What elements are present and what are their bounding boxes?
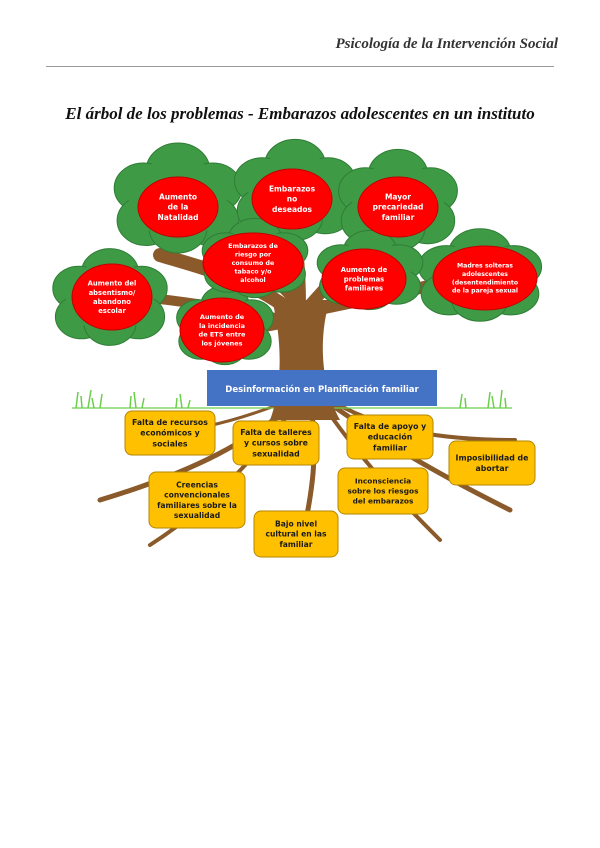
cause-node: Falta de talleres y cursos sobresexualida…	[232, 420, 320, 466]
cause-box	[337, 467, 429, 515]
cause-box	[232, 420, 320, 466]
effect-label-line: Aumento de	[341, 266, 388, 274]
cause-label-line: Falta de recursos	[132, 418, 208, 427]
cause-label-line: y cursos sobre	[244, 439, 308, 448]
cause-label-line: convencionales	[164, 491, 230, 500]
document-title: El árbol de los problemas - Embarazos ad…	[65, 104, 535, 123]
effect-label-line: absentismo/	[89, 289, 136, 297]
effect-ellipse	[137, 176, 219, 238]
cause-label-line: cultural en las	[265, 530, 327, 539]
cause-box	[346, 414, 434, 460]
cause-label-line: Bajo nivel	[275, 519, 317, 528]
header-title: Psicología de la Intervención Social	[335, 36, 559, 52]
cause-box	[124, 410, 216, 456]
effect-label-line: riesgo por	[235, 252, 272, 259]
effect-label-line: Embarazos de	[228, 243, 278, 250]
effect-label-line: Natalidad	[158, 213, 199, 222]
effect-ellipse	[251, 168, 333, 230]
effect-label-line: (desentendimiento	[452, 279, 518, 286]
central-problem-box	[207, 370, 437, 406]
effect-node: Madres solterasadolescentes(desentendimi…	[432, 245, 538, 311]
effect-label-line: escolar	[98, 307, 126, 315]
effect-label-line: tabaco y/o	[235, 269, 273, 276]
effect-label-line: no	[287, 195, 298, 204]
effect-ellipse	[432, 245, 538, 311]
cause-label-line: familiares sobre la	[157, 501, 237, 510]
effect-label-line: abandono	[93, 298, 131, 306]
cause-label-line: educación	[368, 433, 413, 442]
cause-label-line: abortar	[476, 464, 509, 473]
effect-label-line: de la	[168, 203, 189, 212]
effect-label-line: familiar	[382, 213, 415, 222]
central-problem-label: Desinformación en Planificación familiar	[225, 384, 419, 395]
effect-label-line: de la pareja sexual	[452, 288, 518, 295]
effect-ellipse	[321, 248, 407, 310]
effect-label-line: familiares	[345, 285, 383, 293]
cause-label-line: Creencias	[176, 480, 218, 489]
cause-label-line: sexualidad	[174, 511, 220, 520]
effect-label-line: de ETS entre	[199, 331, 246, 339]
effect-label-line: los jóvenes	[201, 339, 242, 347]
effect-label-line: la incidencia	[199, 322, 245, 330]
cause-box	[448, 440, 536, 486]
cause-label-line: familiar	[373, 443, 407, 452]
effect-label-line: consumo de	[232, 260, 275, 267]
effect-label-line: Aumento de	[200, 313, 245, 321]
cause-box	[253, 510, 339, 558]
grass-blades	[75, 389, 507, 409]
cause-label-line: sexualidad	[252, 449, 300, 458]
header-divider	[46, 66, 554, 67]
effect-ellipse	[179, 297, 265, 363]
effect-label-line: Aumento del	[88, 280, 137, 288]
effect-ellipse	[71, 263, 153, 331]
central-problem: Desinformación en Planificación familiar	[207, 370, 437, 406]
effect-label-line: Madres solteras	[457, 263, 513, 270]
effect-label-line: precariedad	[373, 203, 424, 212]
effect-label-line: Aumento	[159, 193, 197, 202]
cause-label-line: Falta de apoyo y	[354, 422, 427, 431]
cause-label-line: Imposibilidad de	[456, 453, 529, 462]
effect-label-line: adolescentes	[462, 271, 508, 278]
effect-ellipse	[202, 232, 304, 294]
cause-label-line: sociales	[152, 439, 188, 448]
effect-ellipse	[357, 176, 439, 238]
effect-label-line: deseados	[272, 205, 313, 214]
cause-label-line: Inconsciencia	[355, 477, 411, 486]
effect-label-line: problemas	[344, 275, 384, 283]
cause-box	[148, 471, 246, 529]
cause-label-line: del embarazos	[353, 497, 414, 506]
effect-label-line: Mayor	[385, 193, 411, 202]
cause-label-line: Falta de talleres	[240, 428, 312, 437]
cause-label-line: sobre los riesgos	[348, 487, 420, 496]
effect-label-line: Embarazos	[269, 185, 316, 194]
cause-label-line: económicos y	[140, 429, 199, 438]
cause-node: Imposibilidad de abortar	[448, 440, 536, 486]
effect-label-line: alcohol	[240, 277, 265, 284]
cause-label-line: familiar	[279, 540, 312, 549]
